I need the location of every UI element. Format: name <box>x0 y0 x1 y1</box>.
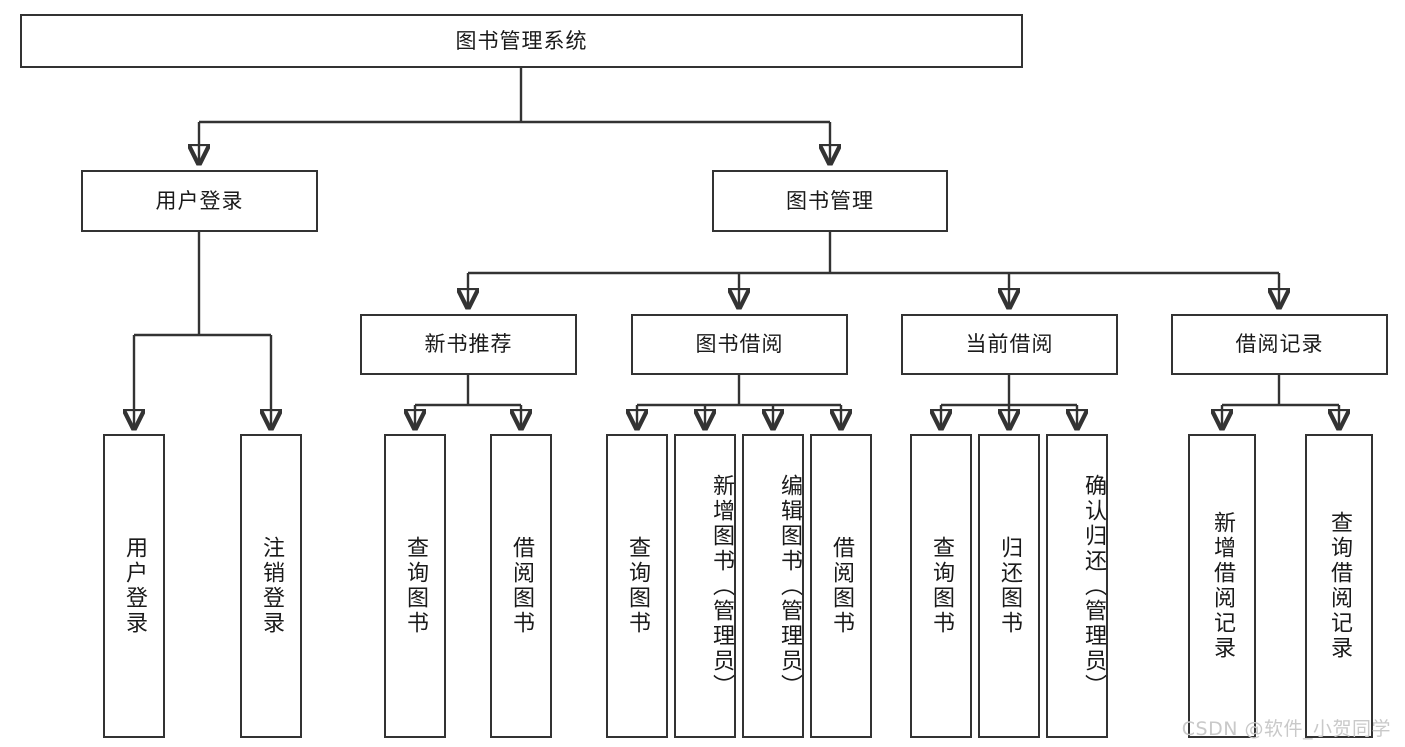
node-current-borrow[interactable]: 当前借阅 <box>901 314 1118 375</box>
leaf-add-book-admin[interactable]: 新增图书（管理员） <box>674 434 736 738</box>
leaf-user-login[interactable]: 用户登录 <box>103 434 165 738</box>
leaf-borrow-book-newbook[interactable]: 借阅图书 <box>490 434 552 738</box>
leaf-query-book-borrow[interactable]: 查询图书 <box>606 434 668 738</box>
node-root-system[interactable]: 图书管理系统 <box>20 14 1023 68</box>
leaf-logout[interactable]: 注销登录 <box>240 434 302 738</box>
node-user-login[interactable]: 用户登录 <box>81 170 318 232</box>
node-new-book-recommend[interactable]: 新书推荐 <box>360 314 577 375</box>
node-book-management[interactable]: 图书管理 <box>712 170 948 232</box>
leaf-edit-book-admin[interactable]: 编辑图书（管理员） <box>742 434 804 738</box>
leaf-query-borrow-record[interactable]: 查询借阅记录 <box>1305 434 1373 738</box>
leaf-confirm-return-admin[interactable]: 确认归还（管理员） <box>1046 434 1108 738</box>
node-borrow-record[interactable]: 借阅记录 <box>1171 314 1388 375</box>
node-book-borrow[interactable]: 图书借阅 <box>631 314 848 375</box>
leaf-query-book-newbook[interactable]: 查询图书 <box>384 434 446 738</box>
leaf-return-book[interactable]: 归还图书 <box>978 434 1040 738</box>
csdn-watermark: CSDN @软件_小贺同学 <box>1181 718 1391 740</box>
leaf-borrow-book-borrow[interactable]: 借阅图书 <box>810 434 872 738</box>
leaf-add-borrow-record[interactable]: 新增借阅记录 <box>1188 434 1256 738</box>
leaf-query-book-current[interactable]: 查询图书 <box>910 434 972 738</box>
